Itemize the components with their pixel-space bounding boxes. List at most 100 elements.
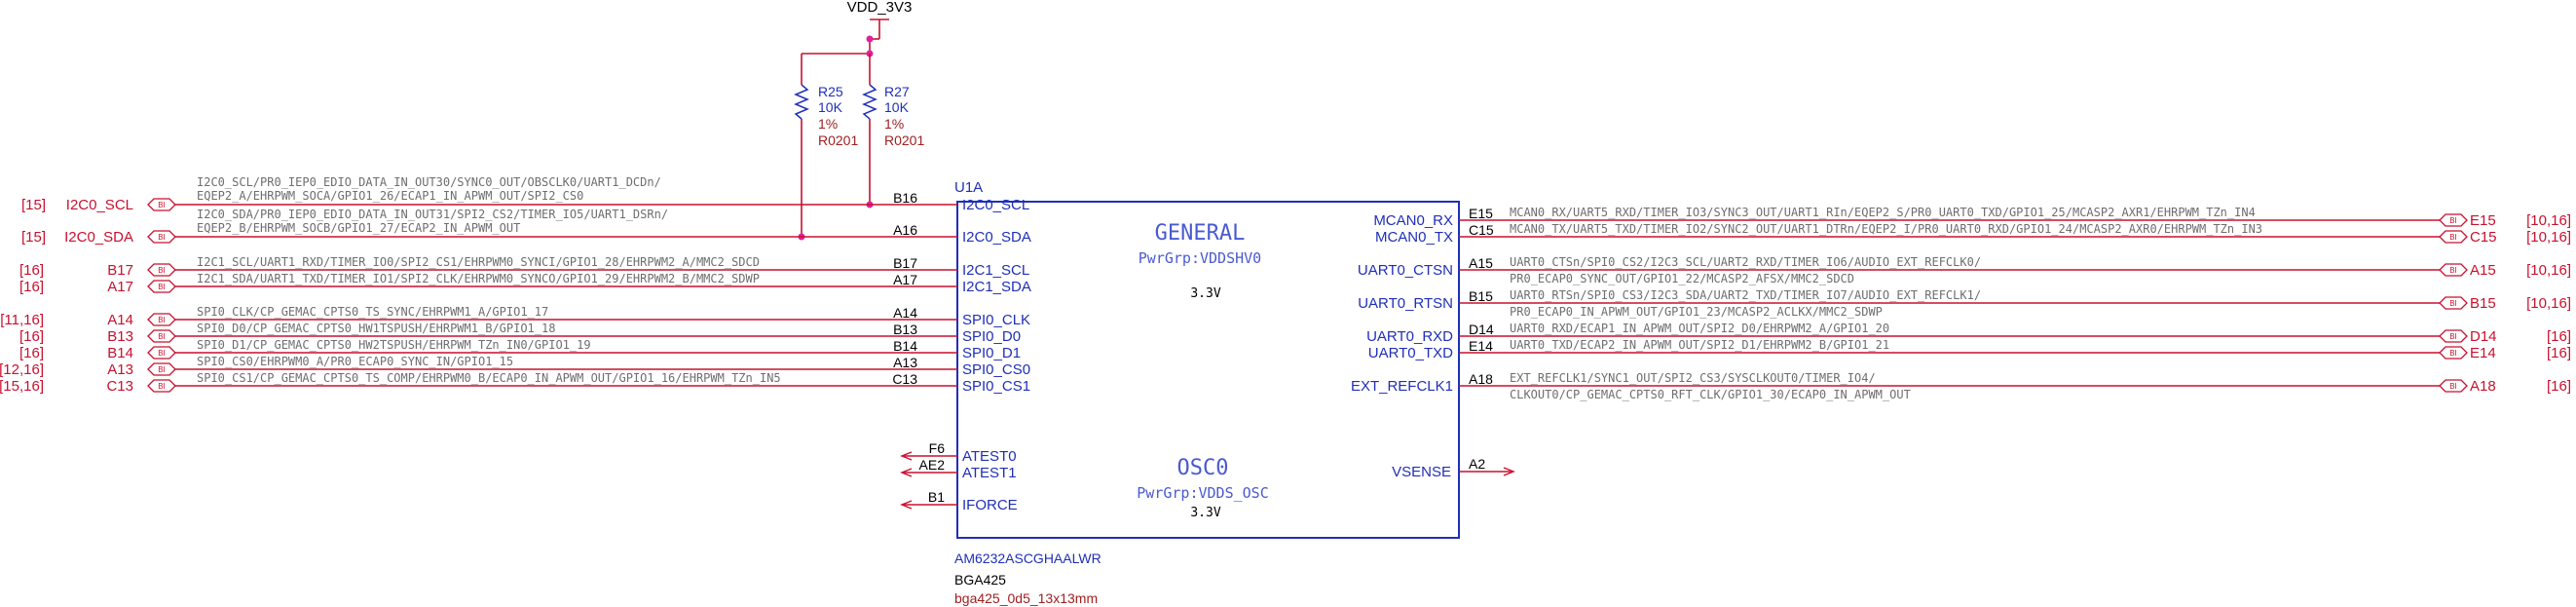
block-osc0-pwrgrp: PwrGrp:VDDS_OSC [1137, 484, 1268, 502]
r25-body [794, 84, 809, 120]
pin-mux-text: SPI0_CS0/EHRPWM0_A/PR0_ECAP0_SYNC_IN/GPI… [197, 355, 513, 368]
ball-number: A14 [893, 305, 917, 321]
net-name: A17 [107, 279, 133, 295]
net-name: C13 [106, 378, 133, 395]
net-name: A15 [2470, 262, 2496, 279]
port-tag-c15[interactable] [2439, 230, 2468, 244]
port-tag-e15[interactable] [2439, 213, 2468, 227]
port-tag-a17[interactable] [147, 280, 176, 293]
block-general-pwrgrp: PwrGrp:VDDSHV0 [1139, 249, 1261, 267]
r25-value: 10K [818, 99, 843, 115]
pin-name: SPI0_CS1 [962, 378, 1030, 395]
port-tag-a14[interactable] [147, 313, 176, 326]
page-ref: [12,16] [0, 361, 44, 378]
pin-mux-text: UART0_TXD/ECAP2_IN_APWM_OUT/SPI2_D1/EHRP… [1510, 338, 1889, 352]
port-tag-text: BI [158, 332, 166, 341]
pin-name: ATEST1 [962, 465, 1017, 481]
pin-name: I2C1_SDA [962, 279, 1031, 295]
pin-name: UART0_TXD [1368, 345, 1453, 361]
port-tag-d14[interactable] [2439, 329, 2468, 343]
pin-name: EXT_REFCLK1 [1351, 378, 1453, 395]
ball-number: C15 [1469, 222, 1494, 238]
pin-name: IFORCE [962, 497, 1018, 513]
page-ref: [10,16] [2526, 262, 2571, 279]
ball-number: A15 [1469, 255, 1493, 271]
ball-number: B15 [1469, 288, 1493, 304]
pin-mux-text: UART0_RTSn/SPI0_CS3/I2C3_SDA/UART2_TXD/T… [1510, 288, 1981, 302]
ball-number: B17 [893, 255, 917, 271]
pin-name: SPI0_D1 [962, 345, 1021, 361]
pin-mux-text: UART0_CTSn/SPI0_CS2/I2C3_SCL/UART2_RXD/T… [1510, 255, 1981, 269]
ball-number: F6 [929, 440, 946, 456]
port-tag-text: BI [2449, 266, 2457, 275]
ball-number: E14 [1469, 338, 1493, 354]
ic-footprint: bga425_0d5_13x13mm [954, 590, 1098, 606]
pin-name: SPI0_CS0 [962, 361, 1030, 378]
port-tag-a18[interactable] [2439, 379, 2468, 393]
net-name: E14 [2470, 345, 2496, 361]
net-name: D14 [2470, 328, 2497, 345]
port-tag-text: BI [2449, 382, 2457, 391]
ball-number: B16 [893, 190, 917, 206]
pin-mux-text: I2C0_SCL/PR0_IEP0_EDIO_DATA_IN_OUT30/SYN… [197, 175, 661, 189]
pin-name: I2C0_SCL [962, 197, 1029, 213]
port-tag-b17[interactable] [147, 263, 176, 277]
page-ref: [15] [21, 197, 46, 213]
pin-name: MCAN0_TX [1375, 229, 1453, 246]
net-name: A18 [2470, 378, 2496, 395]
page-ref: [16] [2547, 378, 2571, 395]
net-name: C15 [2470, 229, 2497, 246]
port-tag-c13[interactable] [147, 379, 176, 393]
r27-body [862, 84, 877, 120]
pin-name: ATEST0 [962, 448, 1017, 465]
page-ref: [16] [2547, 328, 2571, 345]
pin-mux-text: SPI0_CS1/CP_GEMAC_CPTS0_TS_COMP/EHRPWM0_… [197, 371, 781, 385]
r25-package: R0201 [818, 133, 858, 148]
pin-mux-text: I2C1_SDA/UART1_TXD/TIMER_IO1/SPI2_CLK/EH… [197, 272, 760, 285]
block-osc0-voltage: 3.3V [1190, 506, 1220, 520]
ic-package: BGA425 [954, 572, 1006, 588]
pin-name: VSENSE [1392, 464, 1451, 480]
port-tag-i2c0_sda[interactable] [147, 230, 176, 244]
net-name: E15 [2470, 212, 2496, 229]
pin-name: I2C1_SCL [962, 262, 1029, 279]
pin-name: MCAN0_RX [1373, 212, 1453, 229]
ball-number: D14 [1469, 322, 1494, 337]
port-tag-b14[interactable] [147, 346, 176, 360]
port-tag-text: BI [158, 283, 166, 291]
page-ref: [11,16] [0, 312, 44, 328]
port-tag-e14[interactable] [2439, 346, 2468, 360]
junction-dot [866, 35, 874, 43]
net-name: A14 [107, 312, 133, 328]
port-tag-b13[interactable] [147, 329, 176, 343]
ball-number: C13 [892, 371, 917, 387]
page-ref: [15] [21, 229, 46, 246]
page-ref: [16] [19, 345, 44, 361]
pin-mux-text: CLKOUT0/CP_GEMAC_CPTS0_RFT_CLK/GPIO1_30/… [1510, 388, 1911, 401]
net-name: A13 [107, 361, 133, 378]
pin-name: UART0_RXD [1366, 328, 1453, 345]
port-tag-b15[interactable] [2439, 296, 2468, 310]
nc-arrow [900, 468, 913, 477]
page-ref: [16] [19, 279, 44, 295]
port-tag-a13[interactable] [147, 362, 176, 376]
ic-ref: U1A [954, 179, 983, 196]
net-name: I2C0_SCL [66, 197, 133, 213]
port-tag-a15[interactable] [2439, 263, 2468, 277]
page-ref: [15,16] [0, 378, 44, 395]
pin-mux-text: PR0_ECAP0_IN_APWM_OUT/GPIO1_23/MCASP2_AC… [1510, 305, 1883, 319]
port-tag-text: BI [158, 316, 166, 324]
pin-mux-text: SPI0_D1/CP_GEMAC_CPTS0_HW2TSPUSH/EHRPWM_… [197, 338, 591, 352]
page-ref: [16] [19, 328, 44, 345]
ball-number: B14 [893, 338, 917, 354]
block-general-title: GENERAL [1155, 221, 1246, 246]
pin-mux-text: SPI0_CLK/CP_GEMAC_CPTS0_TS_SYNC/EHRPWM1_… [197, 305, 548, 319]
resistor-group: R25 10K 1% R0201 R27 10K 1% R0201 [794, 54, 924, 241]
port-tag-text: BI [158, 201, 166, 209]
port-tag-text: BI [2449, 233, 2457, 242]
port-tag-i2c0_scl[interactable] [147, 198, 176, 211]
pin-name: SPI0_CLK [962, 312, 1030, 328]
page-ref: [10,16] [2526, 295, 2571, 312]
r27-value: 10K [884, 99, 910, 115]
